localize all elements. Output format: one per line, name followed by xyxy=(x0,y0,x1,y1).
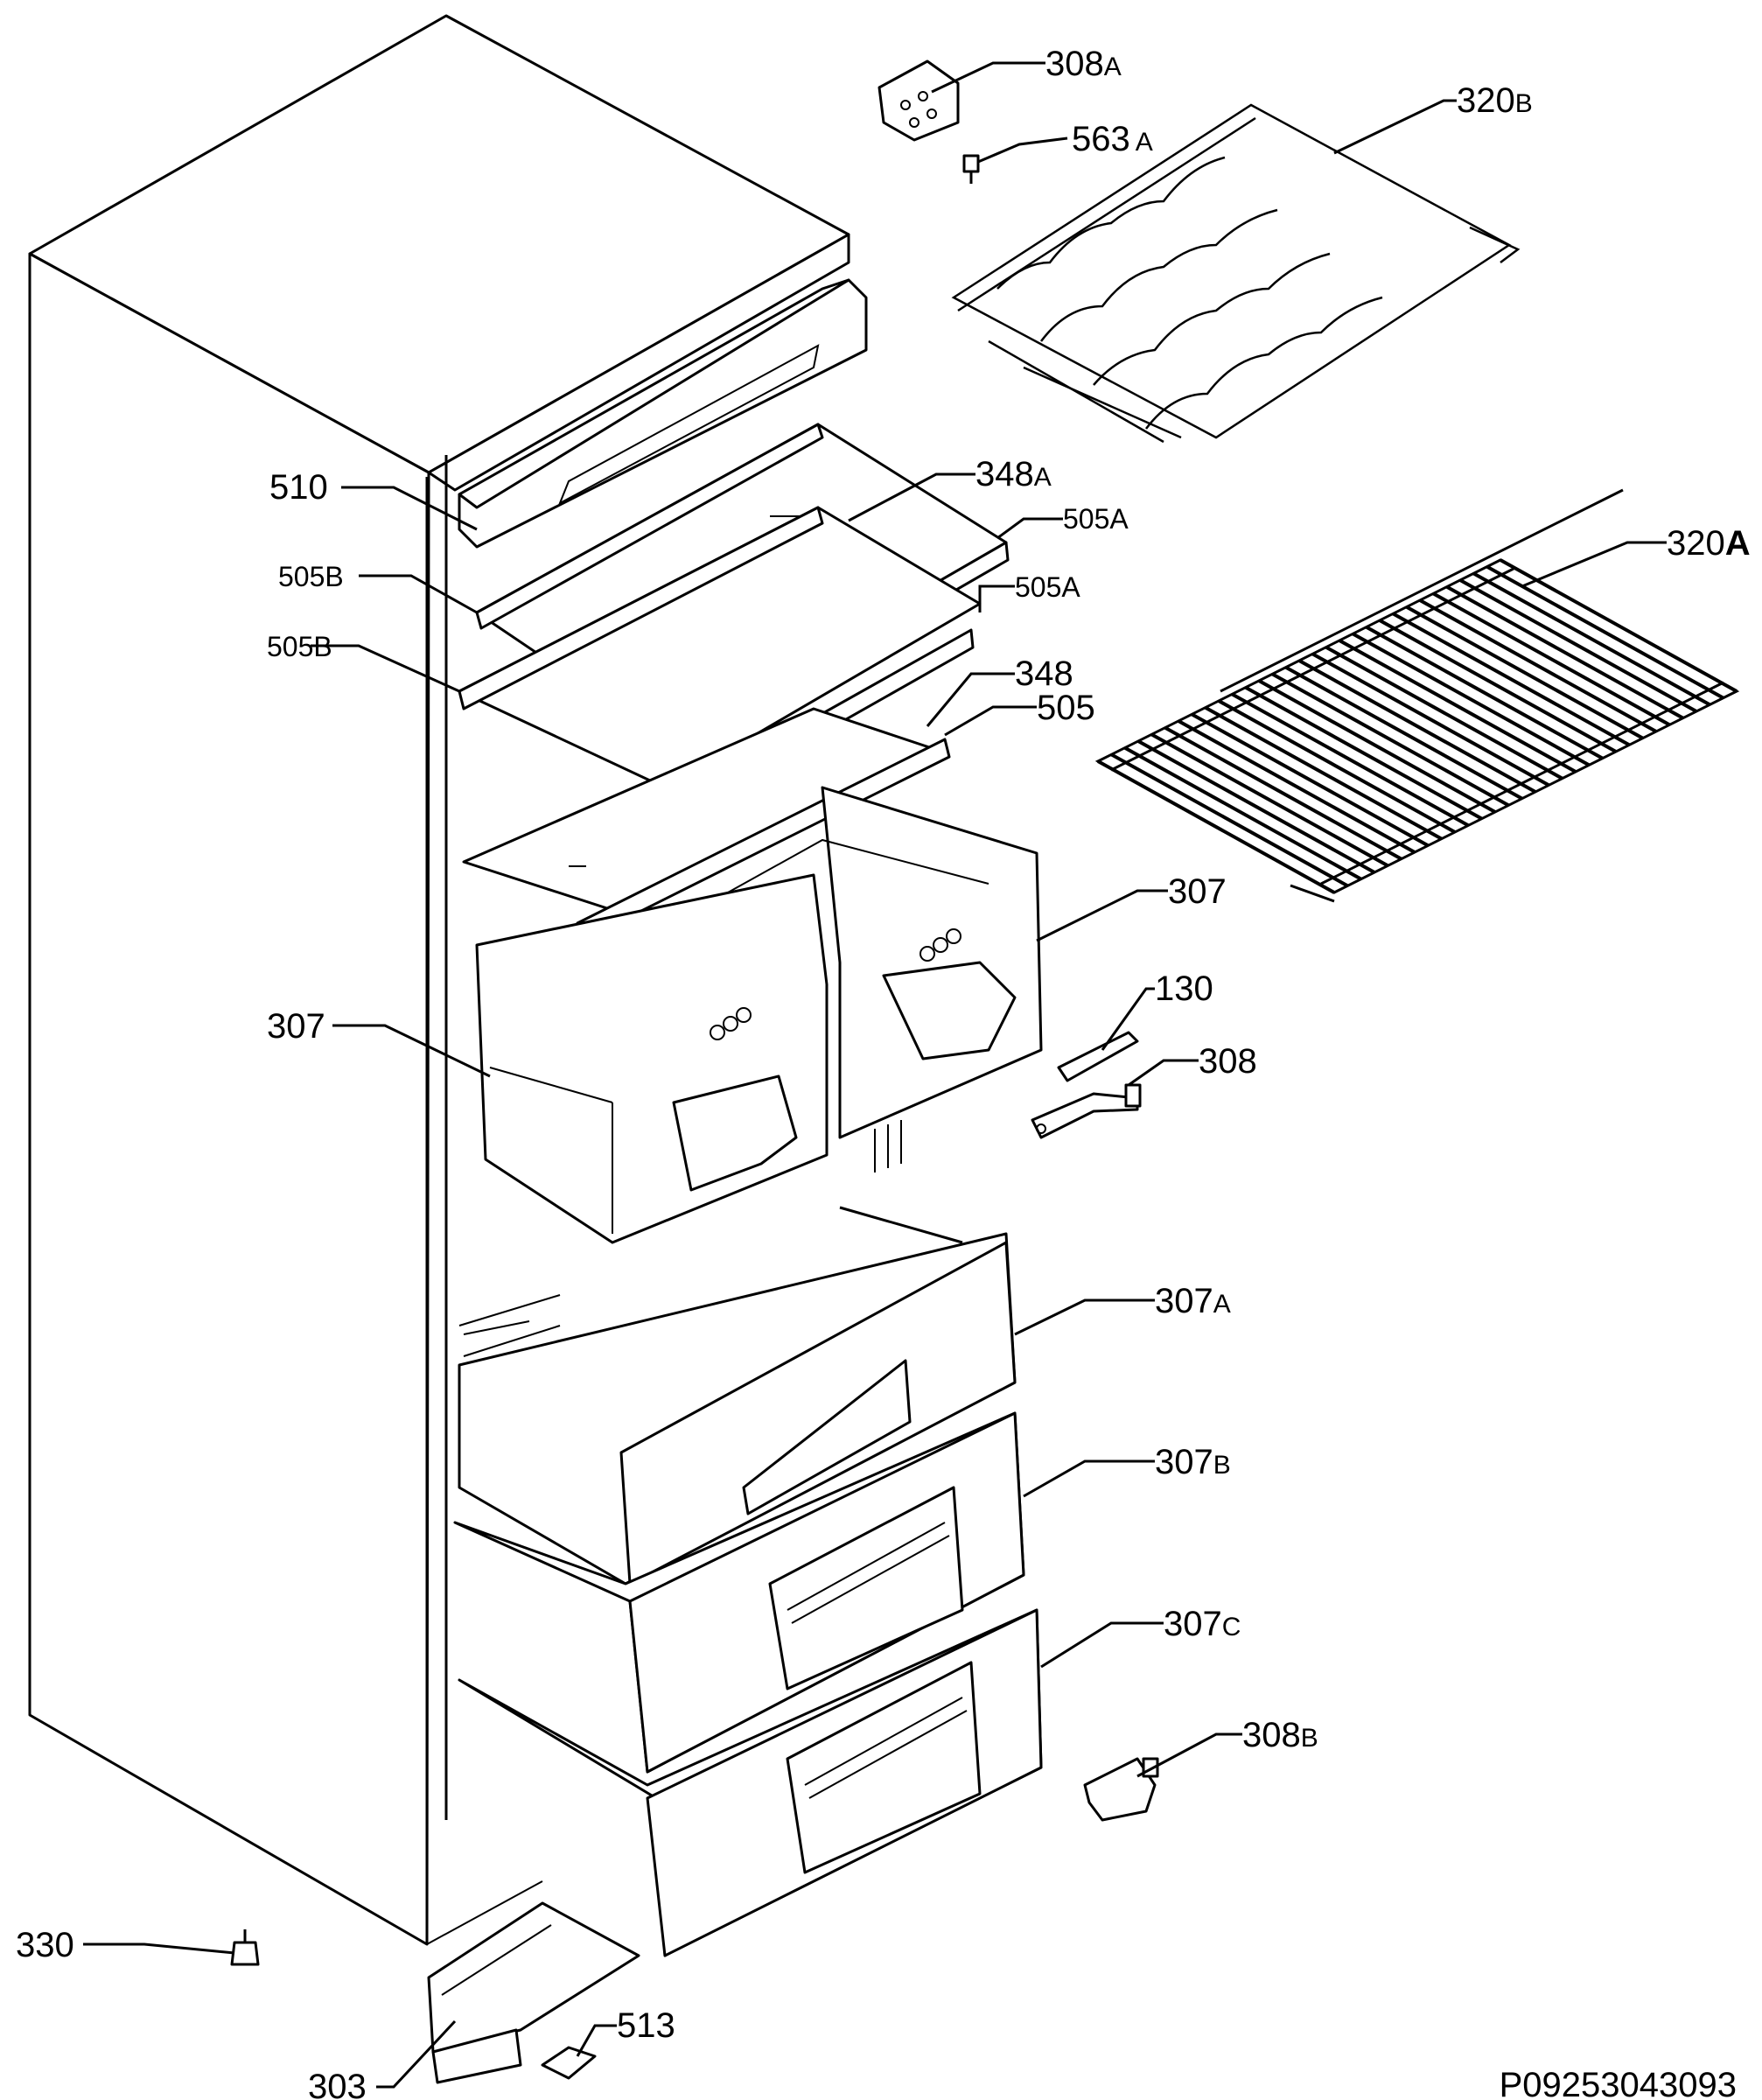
wire-shelf-bar xyxy=(1284,665,1523,801)
wire-shelf-bar xyxy=(1325,645,1563,780)
wire-shelf-bar xyxy=(1204,705,1443,841)
cabinet xyxy=(28,14,850,1946)
wire-shelf-bar xyxy=(1258,679,1496,814)
wire-shelf-bar xyxy=(1164,725,1402,861)
label-330: 330 xyxy=(16,1926,74,1964)
wire-shelf-bar xyxy=(1500,558,1738,693)
wire-shelf-bar xyxy=(1150,732,1389,868)
wire-shelf-bar xyxy=(1405,605,1644,740)
wire-shelf-bar xyxy=(1244,685,1483,821)
wire-shelf-bar xyxy=(1298,659,1536,794)
wire-shelf-bar xyxy=(1379,619,1617,753)
wine-rack-320B xyxy=(951,103,1521,444)
label-505A-upper: 505A xyxy=(1063,503,1129,535)
wire-shelf-bar xyxy=(1352,632,1591,767)
label-308A: 308A xyxy=(1045,45,1122,83)
wire-shelf-bar xyxy=(1459,578,1697,713)
wire-shelf-bar xyxy=(1311,652,1550,788)
wire-shelf-bar xyxy=(1231,692,1470,828)
label-348: 348 xyxy=(1015,654,1073,693)
label-308: 308 xyxy=(1199,1042,1257,1081)
label-308B: 308B xyxy=(1242,1716,1318,1754)
label-348A: 348A xyxy=(975,455,1052,494)
label-307B: 307B xyxy=(1155,1443,1231,1481)
document-code: P09253043093 xyxy=(1500,2066,1737,2100)
label-303: 303 xyxy=(308,2068,367,2100)
wire-shelf-bar xyxy=(1097,760,1335,894)
hinge-308 xyxy=(1031,1083,1142,1139)
label-505: 505 xyxy=(1037,689,1095,727)
freezer-drawer-307C xyxy=(458,1608,1043,1957)
label-130: 130 xyxy=(1155,970,1213,1008)
wire-shelf-bar xyxy=(1432,592,1671,727)
wire-shelf-bar xyxy=(1218,699,1456,834)
label-307A: 307A xyxy=(1155,1282,1231,1320)
label-505B-upper: 505B xyxy=(278,561,344,592)
label-513: 513 xyxy=(617,2006,675,2045)
label-307C: 307C xyxy=(1164,1605,1241,1643)
wire-shelf-bar xyxy=(1445,584,1684,720)
hinge-plate-130 xyxy=(1057,1031,1139,1082)
crisper-drawer-307-right xyxy=(664,786,1043,1139)
label-307-right: 307 xyxy=(1168,872,1227,911)
freezer-drawer-307B xyxy=(453,1411,1025,1774)
label-320A: 320A xyxy=(1667,524,1751,563)
label-307-left: 307 xyxy=(267,1007,325,1046)
wire-shelf-bar xyxy=(1392,612,1631,747)
wire-shelf-bar xyxy=(1137,739,1375,874)
freezer-drawer-307A xyxy=(458,1206,1017,1586)
hinge-308A xyxy=(878,60,960,142)
wire-shelf-bar xyxy=(1472,571,1711,707)
wire-shelf-bar xyxy=(1419,598,1657,733)
pin-563A xyxy=(962,154,980,184)
label-505A-lower: 505A xyxy=(1015,571,1080,603)
wire-shelf-bar xyxy=(1271,672,1510,808)
wire-shelf-320A xyxy=(1094,488,1740,903)
label-510: 510 xyxy=(269,468,328,507)
leader-lines xyxy=(83,61,1667,2089)
hinge-308B xyxy=(1083,1757,1159,1822)
toe-grille-303 xyxy=(427,1901,640,2084)
wire-shelf-bar xyxy=(1110,752,1349,888)
wire-shelf-bar xyxy=(1339,639,1577,774)
clip-513 xyxy=(541,2046,597,2080)
wire-shelf-bar xyxy=(1123,746,1362,881)
wire-shelf-bar xyxy=(1486,564,1724,700)
wire-shelf-bars xyxy=(1097,558,1738,894)
label-505B-lower: 505B xyxy=(267,631,332,662)
crisper-drawer-307-left xyxy=(475,873,902,1244)
wire-shelf-bar xyxy=(1191,712,1430,848)
control-panel-510 xyxy=(458,278,868,549)
wire-shelf-bar xyxy=(1178,719,1416,854)
leveling-foot-330 xyxy=(230,1929,260,1966)
label-320B: 320B xyxy=(1457,81,1533,120)
wire-shelf-bar xyxy=(1365,625,1604,760)
